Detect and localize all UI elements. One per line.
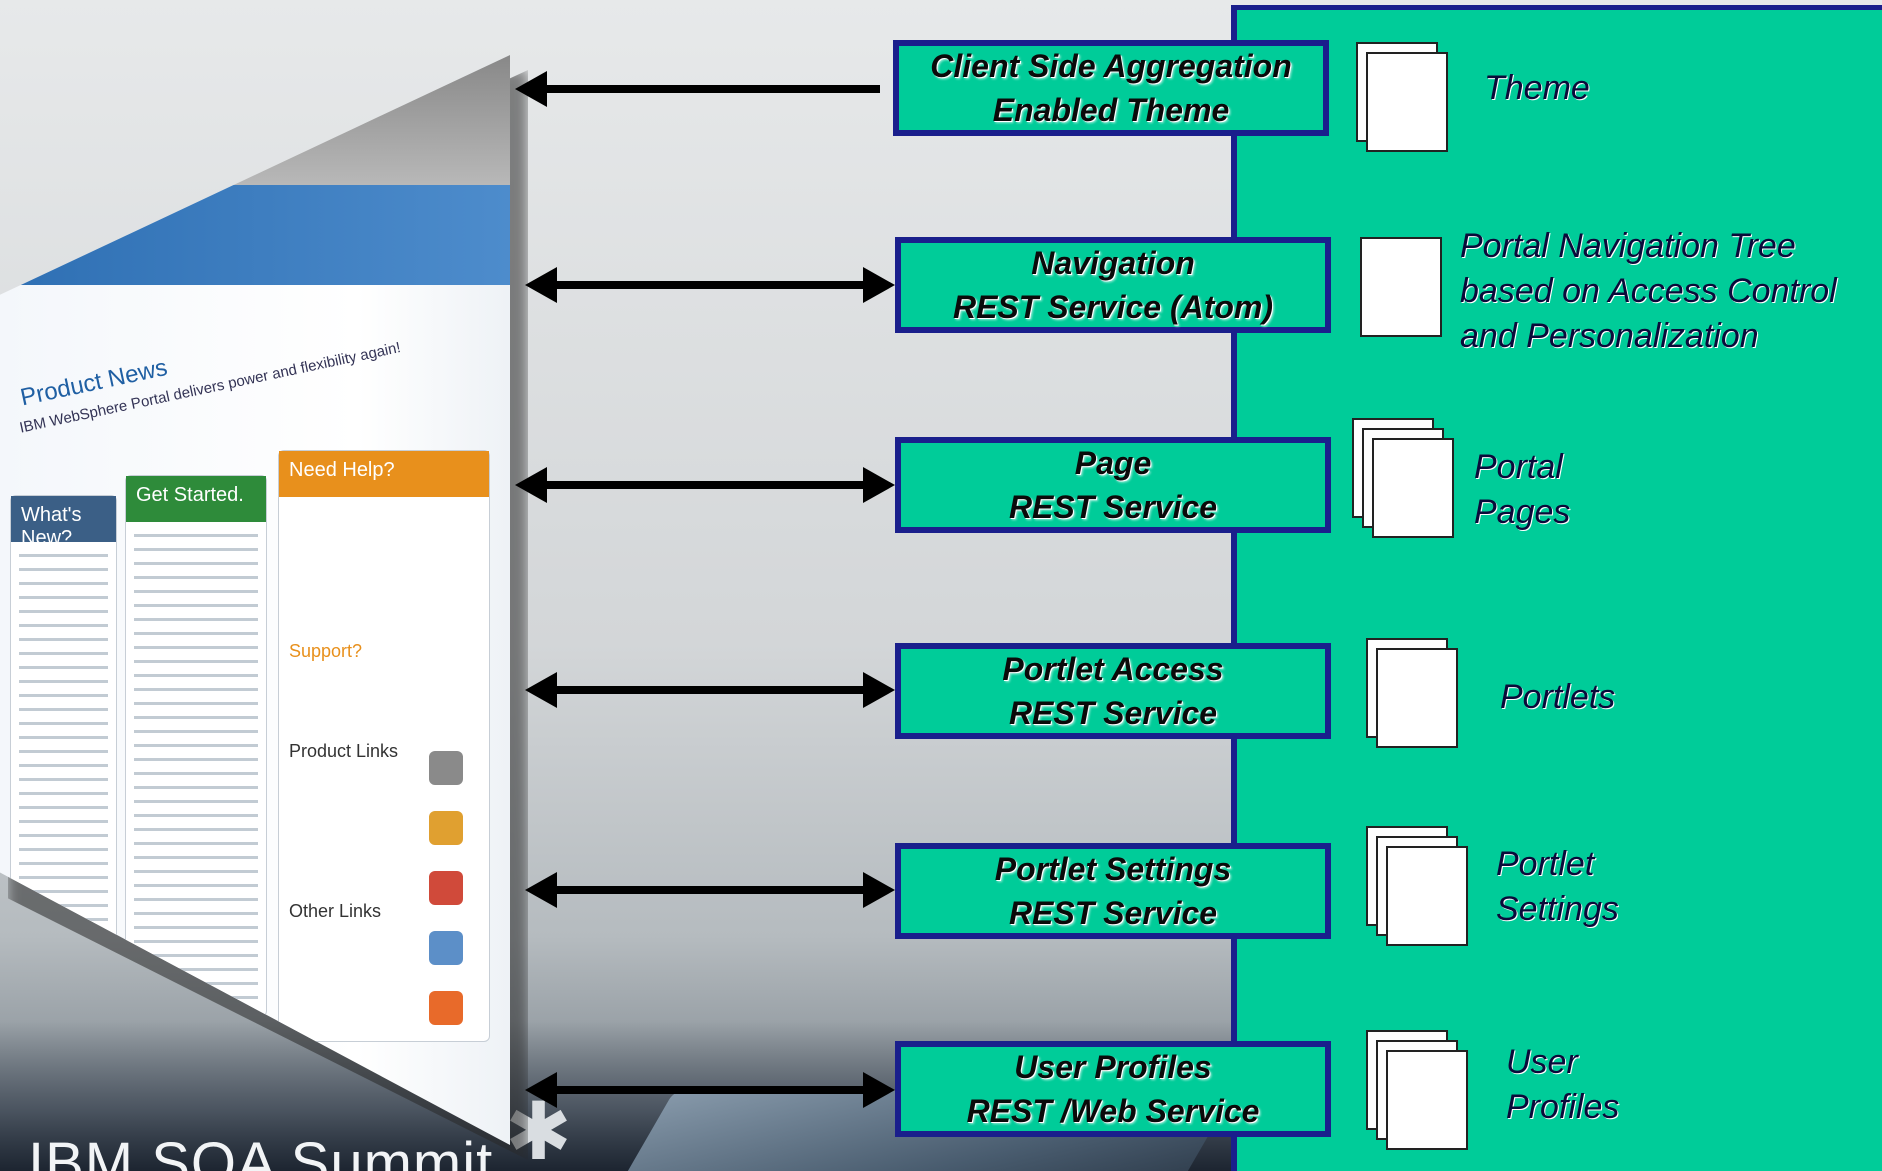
resource-label-line: Portal Navigation Tree: [1460, 227, 1796, 265]
arrow-head-left: [525, 672, 557, 708]
service-box-user-profiles: User Profiles REST /Web Service: [895, 1041, 1331, 1137]
portal-mock-banner: [0, 185, 510, 285]
arrow-user-profiles: [525, 1072, 895, 1108]
arrow-head-left: [515, 71, 547, 107]
service-box-line2: REST /Web Service: [966, 1093, 1260, 1129]
portal-mock-text-lines: [134, 534, 258, 1006]
calendar-icon: [429, 871, 463, 905]
portal-page-screenshot: Product News IBM WebSphere Portal delive…: [0, 55, 510, 1145]
resource-label-line: and Personalization: [1460, 317, 1759, 355]
tools-icon: [429, 751, 463, 785]
arrow-head-right: [863, 872, 895, 908]
calendar-small-icon: [429, 991, 463, 1025]
portal-mock-card-header: What's New?: [11, 496, 116, 549]
arrow-head-right: [863, 467, 895, 503]
service-box-theme: Client Side Aggregation Enabled Theme: [893, 40, 1329, 136]
portal-mock-support: Support?: [289, 641, 363, 661]
service-box-portlet-access: Portlet Access REST Service: [895, 643, 1331, 739]
arrow-page: [515, 467, 895, 503]
arrow-portlet-access: [525, 672, 895, 708]
service-box-portlet-settings: Portlet Settings REST Service: [895, 843, 1331, 939]
service-box-navigation: Navigation REST Service (Atom): [895, 237, 1331, 333]
mail-icon: [429, 931, 463, 965]
arrow-head-left: [525, 1072, 557, 1108]
summit-footer-text: IBM SOA Summit: [28, 1131, 494, 1171]
resource-label-portlet-settings: Portlet Settings: [1496, 842, 1619, 932]
resource-label-line: based on Access Control: [1460, 272, 1837, 310]
resource-label-line: User: [1506, 1043, 1578, 1081]
service-box-line1: Navigation: [1031, 245, 1195, 281]
arrow-head-left: [525, 872, 557, 908]
arrow-theme: [515, 71, 880, 107]
resource-label-line: Theme: [1484, 69, 1590, 107]
service-box-page: Page REST Service: [895, 437, 1331, 533]
service-box-line1: Page: [1074, 445, 1152, 481]
portal-mock-product-links: Product Links: [289, 741, 399, 761]
portal-mock-card-header: Get Started.: [126, 476, 266, 522]
arrow-portlet-settings: [525, 872, 895, 908]
portal-mock-other-links: Other Links: [289, 901, 382, 921]
arrow-head-right: [863, 672, 895, 708]
portal-mock-card-get-started: Get Started.: [125, 475, 267, 1017]
resource-label-line: Portal: [1474, 448, 1563, 486]
service-box-line1: Portlet Access: [1002, 651, 1224, 687]
resource-label-theme: Theme: [1484, 66, 1590, 111]
arrow-head-left: [515, 467, 547, 503]
service-box-line2: REST Service: [1008, 695, 1218, 731]
resource-label-user-profiles: User Profiles: [1506, 1040, 1619, 1130]
arrow-head-right: [863, 267, 895, 303]
resource-label-navigation-tree: Portal Navigation Tree based on Access C…: [1460, 224, 1837, 359]
resource-label-portal-pages: Portal Pages: [1474, 445, 1570, 535]
document-icon: [1376, 648, 1458, 748]
document-icon: [1366, 52, 1448, 152]
resource-label-line: Pages: [1474, 493, 1571, 531]
resource-label-portlets: Portlets: [1500, 675, 1615, 720]
service-box-line2: REST Service (Atom): [952, 289, 1274, 325]
service-resource-panel: [1231, 5, 1882, 1171]
resource-label-line: Portlet: [1496, 845, 1595, 883]
service-box-line1: Portlet Settings: [994, 851, 1232, 887]
portal-mock-topbar: [0, 55, 510, 185]
resource-label-line: Settings: [1496, 890, 1619, 928]
resource-label-line: Profiles: [1506, 1088, 1620, 1126]
document-icon: [1360, 237, 1442, 337]
document-icon: [1386, 1050, 1468, 1150]
document-icon: [1372, 438, 1454, 538]
document-icon: [1386, 846, 1468, 946]
service-box-line2: REST Service: [1008, 895, 1218, 931]
service-box-line1: User Profiles: [1014, 1049, 1212, 1085]
arrow-navigation: [525, 267, 895, 303]
service-box-line2: Enabled Theme: [992, 92, 1230, 128]
portal-mock-card-header: Need Help?: [279, 451, 489, 497]
service-box-line1: Client Side Aggregation: [930, 48, 1292, 84]
arrow-head-left: [525, 267, 557, 303]
service-box-line2: REST Service: [1008, 489, 1218, 525]
resource-label-line: Portlets: [1500, 678, 1616, 716]
portal-mock-card-need-help: Need Help? Support? Product Links Other …: [278, 450, 490, 1042]
edit-icon: [429, 811, 463, 845]
arrow-head-right: [863, 1072, 895, 1108]
